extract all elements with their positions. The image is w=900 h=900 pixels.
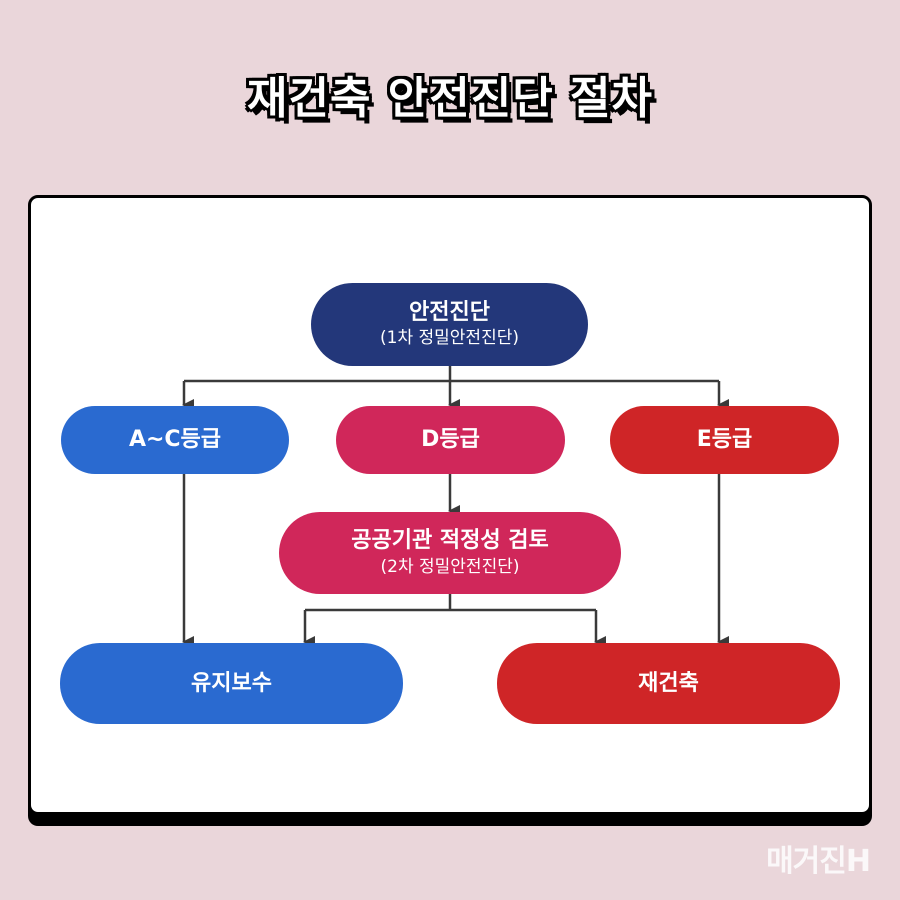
- node-grade-e-label: E등급: [696, 427, 753, 453]
- node-grade-ac: A~C등급: [61, 406, 289, 474]
- watermark-logo: 매거진H: [766, 844, 871, 879]
- node-grade-d: D등급: [336, 406, 565, 474]
- node-public-review-sub: (2차 정밀안전진단): [380, 556, 520, 577]
- node-grade-ac-label: A~C등급: [128, 427, 222, 453]
- node-safety-check-sub: (1차 정밀안전진단): [380, 328, 519, 349]
- node-safety-check-label: 안전진단: [409, 299, 490, 325]
- node-grade-d-label: D등급: [421, 427, 480, 453]
- node-public-review: 공공기관 적정성 검토 (2차 정밀안전진단): [279, 512, 621, 594]
- node-reconstruction-label: 재건축: [638, 670, 699, 696]
- page-title: 재건축 안전진단 절차: [247, 73, 653, 124]
- node-public-review-label: 공공기관 적정성 검토: [351, 528, 549, 554]
- node-reconstruction: 재건축: [497, 643, 840, 724]
- node-grade-e: E등급: [610, 406, 839, 474]
- node-safety-check: 안전진단 (1차 정밀안전진단): [311, 283, 588, 366]
- node-maintenance: 유지보수: [60, 643, 403, 724]
- node-maintenance-label: 유지보수: [191, 670, 272, 696]
